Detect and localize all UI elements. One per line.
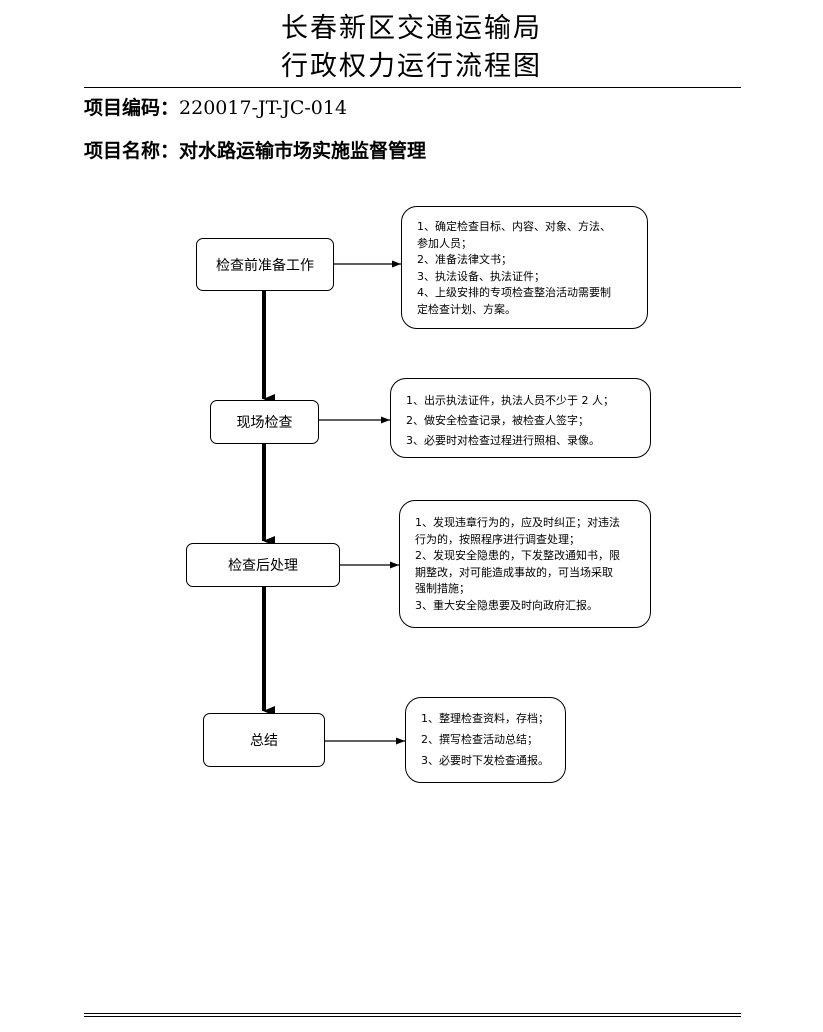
note-post-inspection-handling: 1、发现违章行为的，应及时纠正；对违法 行为的，按照程序进行调查处理； 2、发现…	[399, 500, 651, 628]
document-title-line1: 长春新区交通运输局	[281, 13, 542, 44]
note-line: 定检查计划、方案。	[417, 302, 516, 316]
note-line: 3、执法设备、执法证件；	[417, 269, 545, 283]
step-post-inspection-handling: 检查后处理	[186, 543, 340, 587]
footer-divider	[84, 1013, 741, 1017]
note-line: 强制措施；	[415, 582, 470, 595]
note-pre-inspection-preparation: 1、确定检查目标、内容、对象、方法、 参加人员； 2、准备法律文书； 3、执法设…	[401, 206, 648, 329]
note-line: 1、发现违章行为的，应及时纠正；对违法	[415, 516, 620, 529]
note-summary: 1、整理检查资料，存档； 2、撰写检查活动总结； 3、必要时下发检查通报。	[405, 697, 566, 783]
note-line: 2、撰写检查活动总结；	[421, 733, 538, 746]
project-code-value: 220017-JT-JC-014	[179, 97, 348, 119]
note-line: 4、上级安排的专项检查整治活动需要制	[417, 286, 611, 299]
note-line: 1、整理检查资料，存档；	[421, 712, 549, 725]
note-line: 参加人员；	[417, 236, 472, 250]
note-line: 3、重大安全隐患要及时向政府汇报。	[415, 598, 598, 612]
note-line: 1、出示执法证件，执法人员不少于 2 人；	[406, 394, 614, 407]
note-line: 3、必要时对检查过程进行照相、录像。	[406, 434, 600, 447]
note-line: 3、必要时下发检查通报。	[421, 754, 549, 767]
header-divider	[84, 87, 741, 88]
step-label: 总结	[250, 733, 278, 749]
step-on-site-inspection: 现场检查	[210, 400, 319, 444]
project-code-label: 项目编码：	[84, 97, 180, 119]
note-line: 行为的，按照程序进行调查处理；	[415, 532, 580, 546]
project-code: 项目编码：220017-JT-JC-014	[84, 96, 347, 120]
step-pre-inspection-preparation: 检查前准备工作	[196, 238, 334, 291]
document-title-line2: 行政权力运行流程图	[281, 51, 542, 82]
note-line: 2、做安全检查记录，被检查人签字；	[406, 414, 589, 427]
note-line: 2、准备法律文书；	[417, 253, 512, 266]
project-name-label: 项目名称：	[84, 140, 180, 162]
project-name-value: 对水路运输市场实施监督管理	[179, 140, 427, 162]
step-label: 现场检查	[236, 415, 293, 431]
note-line: 1、确定检查目标、内容、对象、方法、	[417, 220, 611, 233]
project-name: 项目名称：对水路运输市场实施监督管理	[84, 139, 426, 163]
note-on-site-inspection: 1、出示执法证件，执法人员不少于 2 人； 2、做安全检查记录，被检查人签字； …	[390, 378, 651, 458]
step-summary: 总结	[203, 713, 325, 767]
note-line: 期整改，对可能造成事故的，可当场采取	[415, 565, 613, 579]
step-label: 检查前准备工作	[216, 257, 314, 274]
step-label: 检查后处理	[228, 558, 298, 574]
note-line: 2、发现安全隐患的，下发整改通知书，限	[415, 549, 620, 562]
